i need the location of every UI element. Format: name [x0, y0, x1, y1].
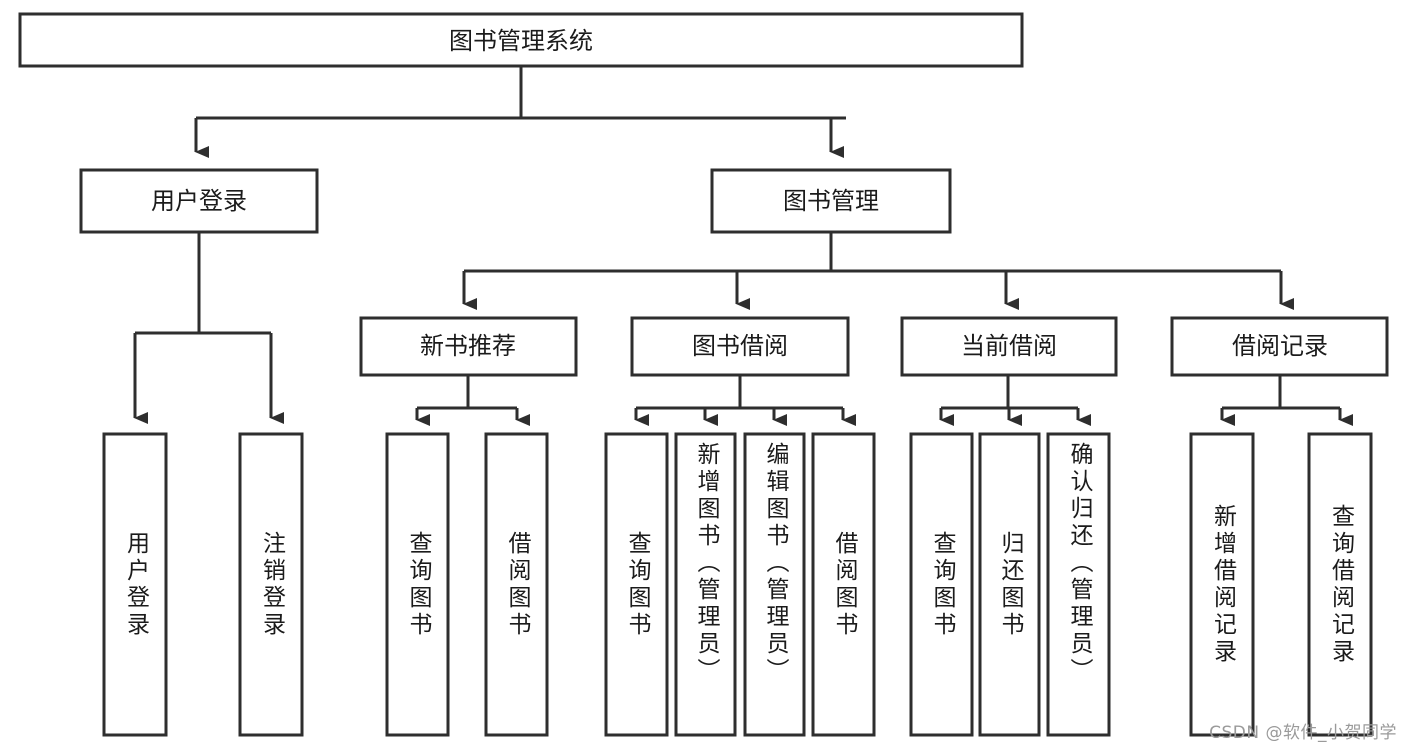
- node-leaf-add-record[interactable]: [1189, 432, 1255, 737]
- node-borrow-record-label: 借阅记录: [1232, 332, 1328, 360]
- connector-book-management-to-level3: [462, 233, 1294, 310]
- connector-user-login-to-leaves: [133, 233, 284, 424]
- node-current-borrow[interactable]: 当前借阅: [900, 316, 1118, 377]
- node-leaf-query-book-1[interactable]: [385, 432, 450, 737]
- node-leaf-add-book[interactable]: [674, 432, 737, 737]
- node-book-management[interactable]: 图书管理: [710, 168, 952, 234]
- node-leaf-borrow-book-2[interactable]: [811, 432, 876, 737]
- node-new-book-recommend[interactable]: 新书推荐: [359, 316, 578, 377]
- node-leaf-return-book[interactable]: [978, 432, 1041, 737]
- node-leaf-edit-book[interactable]: [743, 432, 806, 737]
- node-book-borrow[interactable]: 图书借阅: [630, 316, 850, 377]
- node-leaf-borrow-book-1[interactable]: [484, 432, 549, 737]
- connector-borrow-record-to-leaves: [1220, 375, 1353, 426]
- node-leaf-query-book-3[interactable]: [909, 432, 974, 737]
- node-borrow-record[interactable]: 借阅记录: [1170, 316, 1389, 377]
- node-user-login-label: 用户登录: [151, 187, 247, 215]
- connector-current-borrow-to-leaves: [939, 375, 1091, 426]
- node-current-borrow-label: 当前借阅: [961, 332, 1057, 360]
- node-root-label: 图书管理系统: [449, 27, 593, 55]
- node-leaf-query-book-2[interactable]: [604, 432, 669, 737]
- node-leaf-user-login[interactable]: [102, 432, 168, 737]
- node-leaf-query-record[interactable]: [1307, 432, 1373, 737]
- node-leaf-user-logout[interactable]: [238, 432, 304, 737]
- node-leaf-confirm-return[interactable]: [1046, 432, 1111, 737]
- connector-book-borrow-to-leaves: [634, 375, 856, 426]
- node-book-management-label: 图书管理: [783, 187, 879, 215]
- node-book-borrow-label: 图书借阅: [692, 332, 788, 360]
- node-user-login[interactable]: 用户登录: [79, 168, 319, 234]
- node-root[interactable]: 图书管理系统: [18, 12, 1024, 68]
- watermark-text: CSDN @软件_小贺同学: [1209, 723, 1397, 743]
- node-new-book-recommend-label: 新书推荐: [420, 332, 516, 360]
- connector-new-book-recommend-to-leaves: [415, 375, 530, 426]
- connector-root-to-level2: [194, 66, 846, 158]
